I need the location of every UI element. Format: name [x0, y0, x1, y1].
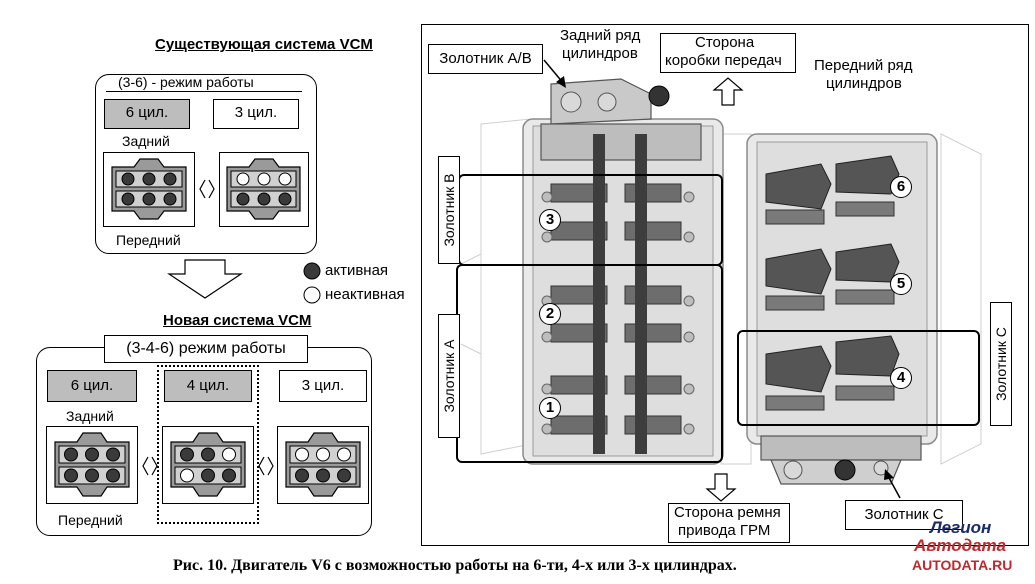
legend-active-label: активная	[325, 262, 389, 279]
legend-inactive-label: неактивная	[325, 286, 405, 303]
existing-engine-six	[103, 152, 195, 227]
existing-six-cyl-box: 6 цил.	[104, 99, 190, 129]
pointer-arrow-icon	[880, 466, 908, 505]
existing-engine-three	[219, 152, 309, 227]
existing-front-label: Передний	[116, 232, 181, 248]
front-row-label-line1: Передний ряд	[814, 57, 913, 74]
cylinder-number-4: 4	[890, 367, 912, 389]
new-rear-label: Задний	[66, 408, 114, 424]
new-three-cyl-box: 3 цил.	[279, 370, 367, 402]
new-four-cyl-box: 4 цил.	[164, 370, 252, 402]
existing-system-title: Существующая система VCM	[155, 36, 373, 53]
engine-block-icon	[170, 432, 246, 497]
engine-block-icon	[226, 158, 301, 220]
spool-a-zone	[456, 264, 723, 463]
gearbox-side-label-line1: Сторона	[695, 34, 755, 51]
new-six-cyl-box: 6 цил.	[47, 370, 137, 402]
four-cyl-highlight-frame	[157, 365, 259, 524]
new-engine-three	[277, 426, 369, 504]
rear-row-label-line1: Задний ряд	[560, 27, 641, 44]
logo-line3: AUTODATA.RU	[912, 557, 1013, 573]
cylinder-number-6: 6	[890, 176, 912, 198]
spool-b-label-text: Золотник В	[441, 173, 457, 247]
spool-a-label: Золотник А	[438, 314, 460, 438]
logo-line1: Легион	[930, 518, 992, 537]
existing-three-cyl-box: 3 цил.	[213, 99, 299, 129]
logo-line2: Автодата	[914, 536, 1007, 555]
new-engine-six	[46, 426, 138, 504]
cylinder-number-5: 5	[890, 273, 912, 295]
engine-block-icon	[54, 432, 130, 497]
spool-ab-label: Золотник A/B	[428, 44, 543, 74]
engine-block-icon	[285, 432, 361, 497]
spool-a-label-text: Золотник А	[441, 339, 457, 413]
spool-b-label: Золотник В	[438, 156, 460, 264]
active-legend-icon	[303, 262, 321, 285]
pointer-arrow-icon	[542, 58, 572, 97]
figure-caption: Рис. 10. Двигатель V6 с возможностью раб…	[173, 557, 737, 574]
new-mode-label: (3-4-6) режим работы	[104, 335, 308, 363]
front-row-label-line2: цилиндров	[826, 75, 902, 92]
spool-c-vertical-label: Золотник С	[990, 302, 1012, 426]
existing-mode-divider	[106, 91, 302, 92]
down-arrow-icon	[165, 258, 245, 305]
engine-block-icon	[111, 158, 187, 220]
new-engine-four	[162, 426, 254, 504]
belt-side-label-line2: привода ГРМ	[678, 522, 771, 539]
rear-row-label-line2: цилиндров	[562, 45, 638, 62]
spool-c-vertical-label-text: Золотник С	[993, 327, 1009, 401]
inactive-legend-icon	[303, 286, 321, 309]
gearbox-side-box: Сторона коробки передач	[660, 33, 796, 73]
spool-c-zone	[737, 330, 980, 426]
belt-side-label-line1: Сторона ремня	[674, 504, 781, 521]
belt-side-box: Сторона ремня привода ГРМ	[668, 503, 790, 543]
spool-b-zone	[458, 174, 723, 266]
gearbox-side-label-line2: коробки передач	[665, 52, 782, 69]
double-arrow-icon	[198, 178, 216, 205]
down-arrow-small-icon	[705, 473, 737, 508]
new-system-title: Новая система VCM	[163, 312, 312, 329]
cylinder-number-1: 1	[539, 397, 561, 419]
new-front-label: Передний	[58, 512, 123, 528]
double-arrow-icon	[141, 455, 159, 482]
cylinder-number-2: 2	[539, 303, 561, 325]
cylinder-number-3: 3	[539, 209, 561, 231]
existing-system-frame	[95, 74, 317, 254]
up-arrow-icon	[712, 76, 744, 111]
existing-rear-label: Задний	[122, 133, 170, 149]
double-arrow-icon	[257, 455, 275, 482]
existing-mode-label: (3-6) - режим работы	[118, 74, 254, 90]
spool-c-label: Золотник С	[845, 500, 963, 530]
